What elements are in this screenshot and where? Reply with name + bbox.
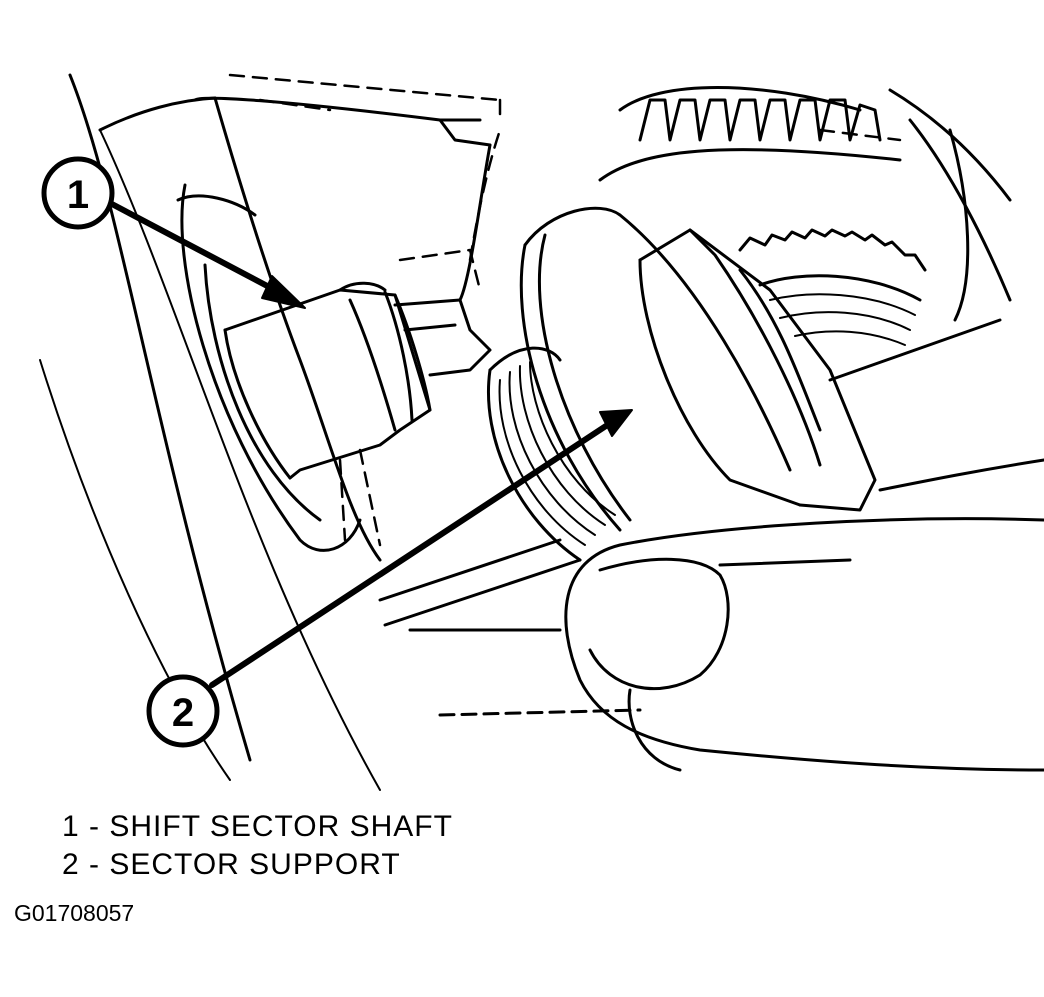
transmission-illustration: 1 2 xyxy=(39,73,1044,791)
callout-2: 2 xyxy=(146,409,633,748)
gear-teeth xyxy=(598,86,927,346)
case-housing xyxy=(39,73,382,791)
sector-support xyxy=(487,206,792,562)
figure-code: G01708057 xyxy=(14,900,135,926)
legend-item-label: SECTOR SUPPORT xyxy=(109,848,401,881)
tool-blade xyxy=(378,538,642,717)
hex-nut xyxy=(638,228,877,512)
legend-item: 1 - SHIFT SECTOR SHAFT xyxy=(62,808,453,846)
callout-2-arrowhead xyxy=(599,409,633,437)
callout-2-number: 2 xyxy=(172,691,194,735)
callout-2-circle xyxy=(146,674,220,748)
callout-2-leader xyxy=(209,417,618,688)
callout-1-circle xyxy=(41,156,115,230)
legend-item-number: 1 xyxy=(62,810,80,843)
legend-item-separator: - xyxy=(79,810,110,843)
legend-item-label: SHIFT SECTOR SHAFT xyxy=(109,810,453,843)
callout-1: 1 xyxy=(41,156,306,309)
shaft-bore xyxy=(176,183,362,552)
legend-item: 2 - SECTOR SUPPORT xyxy=(62,846,453,884)
callout-1-number: 1 xyxy=(67,173,89,217)
legend: 1 - SHIFT SECTOR SHAFT 2 - SECTOR SUPPOR… xyxy=(62,808,453,884)
callout-1-arrowhead xyxy=(261,275,306,309)
hidden-lines xyxy=(228,73,902,547)
legend-item-number: 2 xyxy=(62,848,80,881)
thumb xyxy=(564,517,1044,772)
right-case xyxy=(828,88,1044,492)
callout-1-leader xyxy=(107,200,293,301)
legend-item-separator: - xyxy=(79,848,110,881)
shift-sector-shaft xyxy=(223,281,492,480)
linkage xyxy=(193,96,492,302)
